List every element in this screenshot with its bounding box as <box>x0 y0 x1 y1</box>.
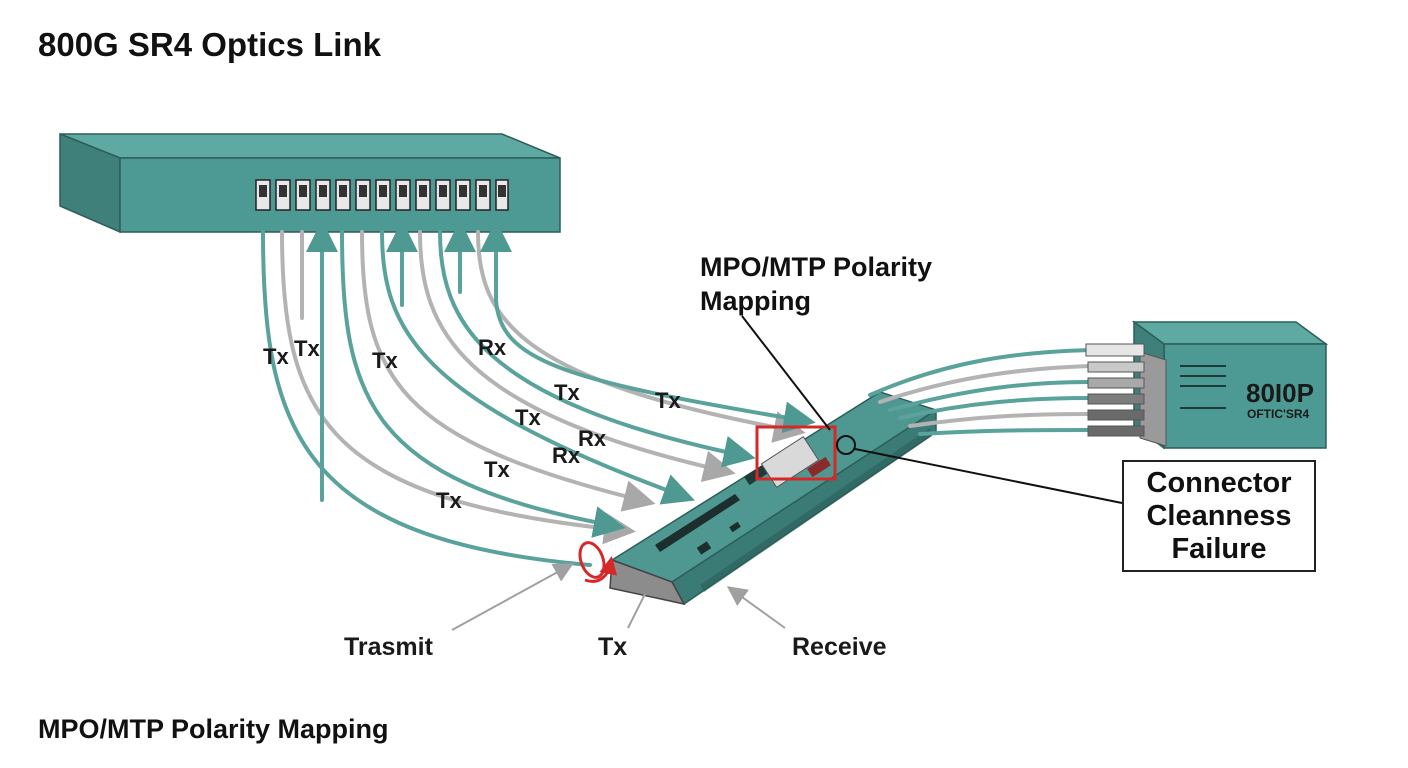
fiber-label: Tx <box>372 348 398 373</box>
callout-line3: Failure <box>1171 532 1267 565</box>
tx-bottom-label: Tx <box>598 633 627 661</box>
fiber-label: Tx <box>515 405 541 430</box>
mpo-polarity-label: MPO/MTP Polarity Mapping <box>700 250 932 318</box>
fiber-label: Tx <box>484 457 510 482</box>
fiber-label: Rx <box>478 335 507 360</box>
page-title: 800G SR4 Optics Link <box>38 26 381 63</box>
fiber-strand <box>494 298 816 434</box>
mpo-polarity-label-line2: Mapping <box>700 286 811 316</box>
diagram-caption: MPO/MTP Polarity Mapping <box>38 714 389 744</box>
receive-label: Receive <box>792 633 887 661</box>
callout-line1: Connector <box>1146 466 1292 499</box>
fiber-label: Tx <box>554 380 580 405</box>
fiber-label: Tx <box>655 388 681 413</box>
switch-port-row <box>255 179 509 211</box>
fiber-bundle <box>261 220 816 567</box>
fiber-strand <box>340 230 626 538</box>
fiber-strand <box>280 230 636 545</box>
optics-device: 80I0P OFTIC'SR4 <box>1085 320 1329 450</box>
tx-pointer <box>627 593 646 629</box>
fiber-strand <box>261 230 592 567</box>
fiber-label: Rx <box>578 426 607 451</box>
fiber-bundle-right <box>868 348 1092 436</box>
receive-pointer <box>726 586 786 629</box>
mpo-polarity-label-line1: MPO/MTP Polarity <box>700 252 933 282</box>
polarity-highlight-box <box>755 425 837 481</box>
fiber-strand <box>360 230 656 512</box>
transmit-label: Trasmit <box>344 633 434 661</box>
fiber-label: Tx <box>294 336 320 361</box>
transceiver-module <box>609 391 938 606</box>
fiber-labels: Tx Tx Tx Rx Tx Tx Tx Rx Rx Tx Tx <box>263 335 681 513</box>
connector-cleanness-callout: Connector Cleanness Failure <box>1122 460 1316 572</box>
transmit-pointer <box>451 563 574 631</box>
fiber-strand <box>380 230 696 505</box>
connector-leader-line <box>854 448 1123 504</box>
fiber-strand <box>438 230 756 468</box>
callout-line2: Cleanness <box>1146 499 1292 532</box>
fiber-label: Tx <box>263 344 289 369</box>
switch-chassis <box>59 132 561 234</box>
mpo-leader-line <box>741 315 831 431</box>
fiber-label: Rx <box>552 443 581 468</box>
device-label-primary: 80I0P <box>1246 378 1314 408</box>
fiber-label: Tx <box>436 488 462 513</box>
fiber-strand <box>476 230 806 443</box>
connector-circle-marker <box>836 435 856 455</box>
fiber-strand <box>418 230 736 482</box>
device-label-secondary: OFTIC'SR4 <box>1247 407 1310 421</box>
rotation-indicator-icon <box>578 541 618 583</box>
